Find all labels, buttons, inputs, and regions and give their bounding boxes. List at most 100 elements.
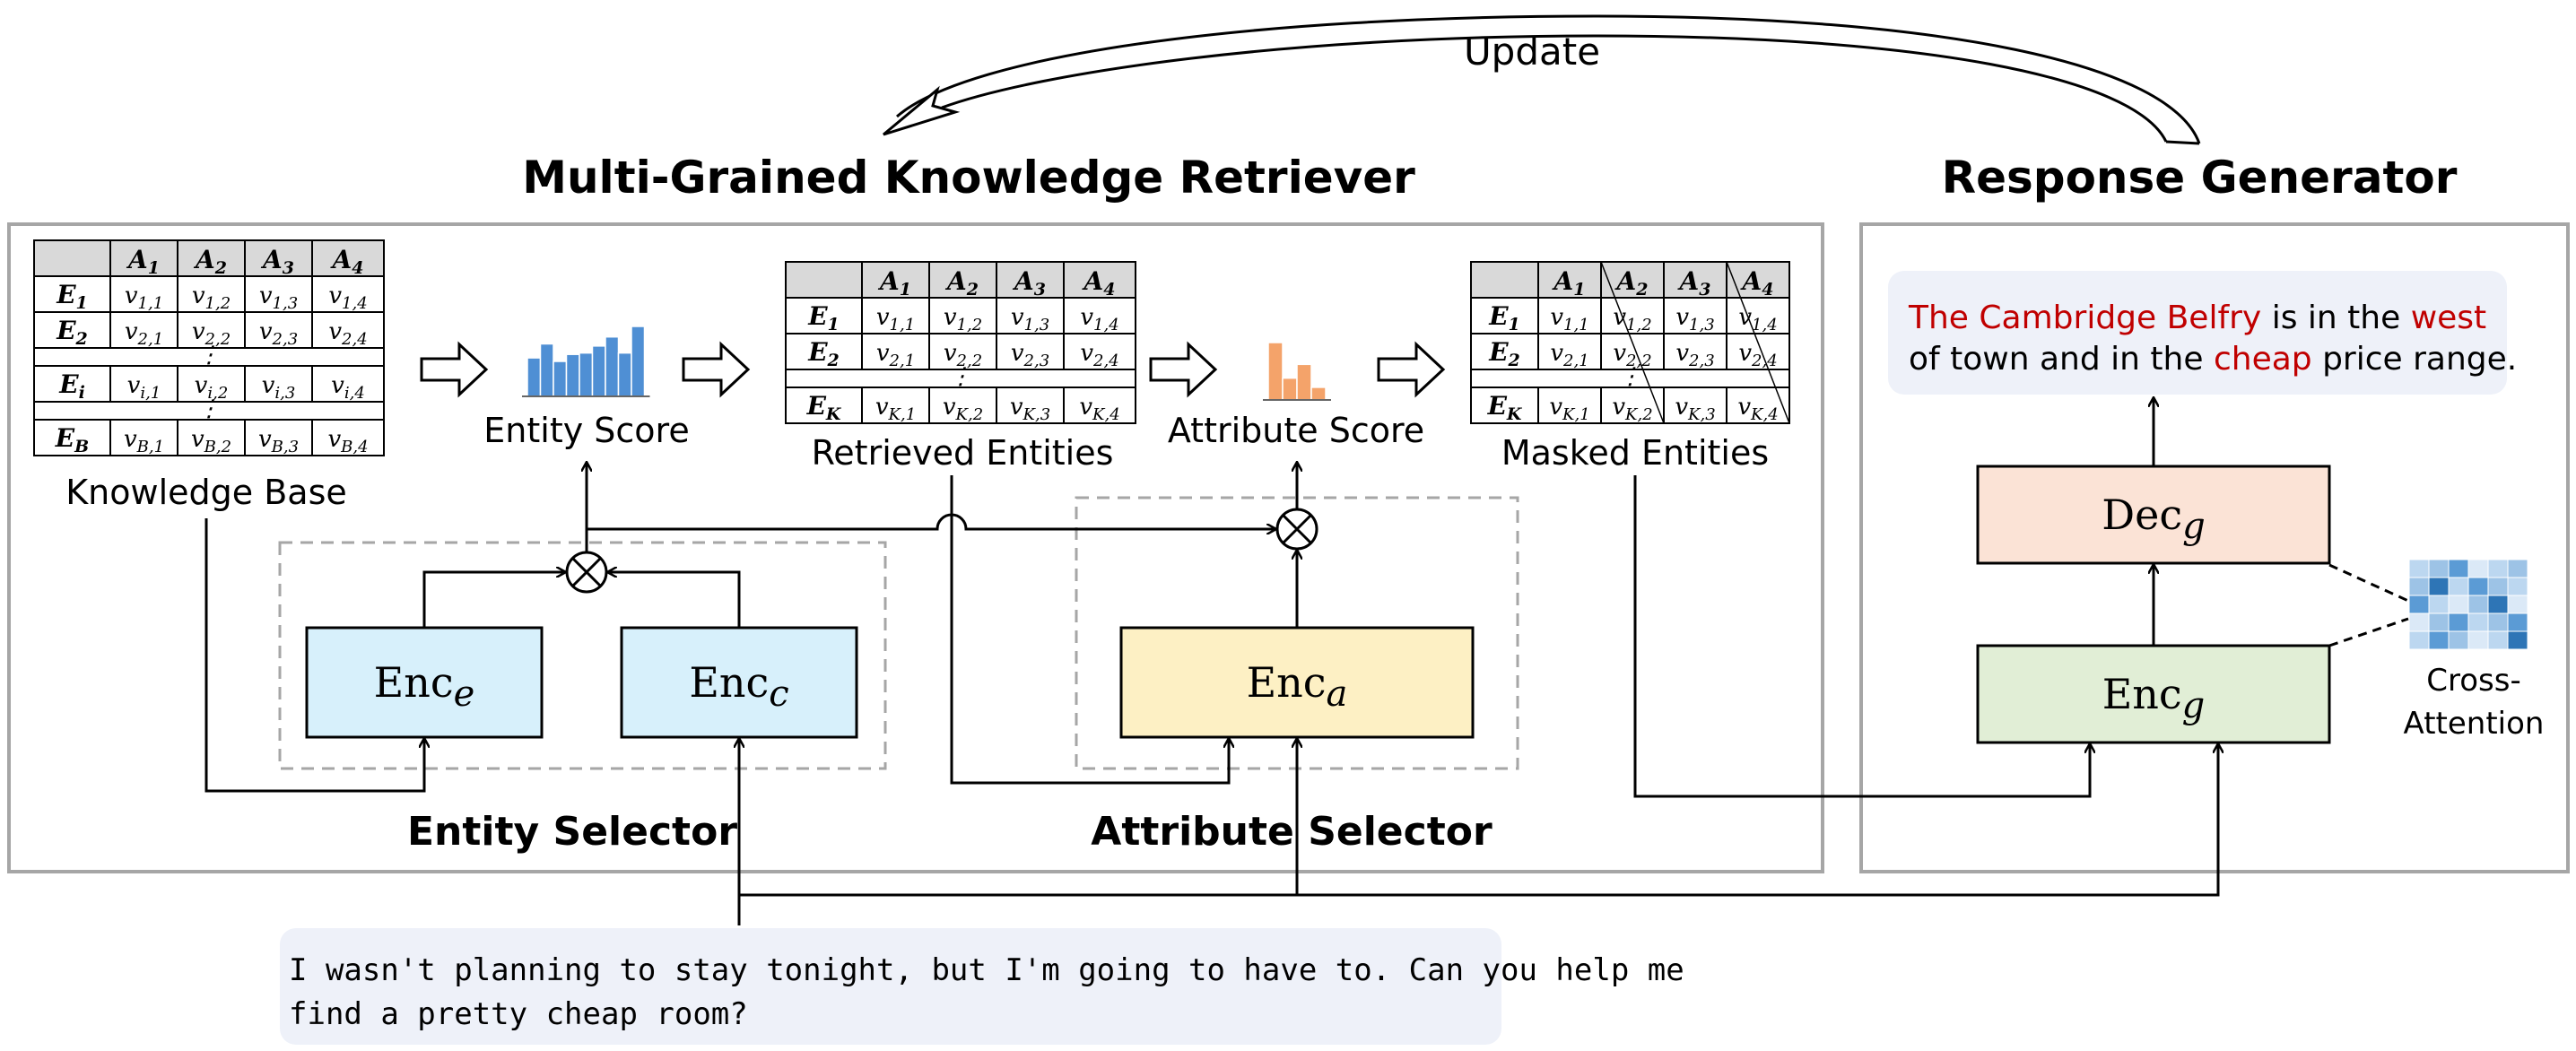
masked-entities-label: Masked Entities xyxy=(1501,433,1769,473)
score-bar xyxy=(539,343,554,397)
enc-a-label: Enca xyxy=(1247,658,1348,715)
table-cell: v2,4 xyxy=(328,318,367,349)
update-arrow xyxy=(883,14,2201,145)
table-header-cell: A2 xyxy=(193,245,227,278)
table-cell: v1,3 xyxy=(1011,304,1049,334)
attention-cell xyxy=(2487,612,2509,632)
entity-score-histogram xyxy=(522,326,650,397)
table-cell: vK,4 xyxy=(1079,394,1119,424)
attention-cell xyxy=(2448,612,2469,632)
table-cell: v2,4 xyxy=(1738,340,1777,370)
table-row-header: Ei xyxy=(58,369,85,403)
attention-cell xyxy=(2507,630,2528,650)
table-cell: v2,1 xyxy=(125,318,163,349)
table-cell: v1,2 xyxy=(192,282,231,313)
table-ellipsis: ⋮ xyxy=(1619,363,1642,390)
block-arrow xyxy=(682,341,751,398)
table-cell: v1,2 xyxy=(1613,304,1651,334)
table-cell: v1,4 xyxy=(1080,304,1118,334)
entity-multiply-node xyxy=(565,551,608,594)
table-cell: v2,2 xyxy=(1613,340,1651,370)
table-header-cell: A3 xyxy=(1012,266,1046,300)
score-bar xyxy=(1282,377,1298,401)
retriever-title: Multi-Grained Knowledge Retriever xyxy=(522,152,1415,204)
table-cell: vK,3 xyxy=(1010,394,1050,424)
table-row-header: E2 xyxy=(807,337,840,370)
response-line-1: The Cambridge Belfry is in the west xyxy=(1908,300,2486,336)
table-header-cell: A1 xyxy=(877,266,911,300)
table-cell: vi,3 xyxy=(262,372,296,403)
table-header-cell: A3 xyxy=(260,245,294,278)
attribute-selector-label: Attribute Selector xyxy=(1091,809,1493,855)
attention-cell xyxy=(2428,630,2450,650)
block-arrow xyxy=(1377,341,1446,398)
attention-cell xyxy=(2448,630,2469,650)
enc-g-label: Encg xyxy=(2102,670,2206,726)
table-header-cell: A4 xyxy=(1740,266,1774,300)
attention-cell xyxy=(2408,612,2430,632)
score-bar xyxy=(579,352,594,397)
attention-cell xyxy=(2448,559,2469,578)
score-bar xyxy=(1296,363,1312,401)
table-cell: v1,4 xyxy=(1738,304,1777,334)
table-cell: vK,1 xyxy=(1549,394,1589,424)
dialogue-line-2: find a pretty cheap room? xyxy=(289,996,748,1032)
table-row-header: E1 xyxy=(56,280,88,313)
table-cell: v1,1 xyxy=(876,304,915,334)
table-header-cell: A1 xyxy=(126,245,160,278)
masked-entities-table: A1A2A3A4E1v1,1v1,2v1,3v1,4E2v2,1v2,2v2,3… xyxy=(1470,261,1790,424)
table-row-header: E2 xyxy=(56,316,88,349)
table-cell: vK,2 xyxy=(943,394,983,424)
table-cell: v2,3 xyxy=(1011,340,1049,370)
attention-cell xyxy=(2428,577,2450,596)
attention-cell xyxy=(2448,595,2469,614)
table-cell: vK,1 xyxy=(875,394,916,424)
table-ellipsis: ⋮ xyxy=(949,363,972,390)
table-cell: v2,4 xyxy=(1080,340,1118,370)
attribute-score-label: Attribute Score xyxy=(1168,411,1424,450)
table-cell: vB,2 xyxy=(191,426,231,456)
attention-cell xyxy=(2428,559,2450,578)
entity-selector-region xyxy=(278,541,887,770)
attention-cell xyxy=(2507,612,2528,632)
table-cell: v2,1 xyxy=(876,340,915,370)
entity-score-label: Entity Score xyxy=(483,411,689,450)
attention-cell xyxy=(2507,559,2528,578)
table-cell: vK,4 xyxy=(1737,394,1778,424)
retrieved-entities-label: Retrieved Entities xyxy=(812,433,1114,473)
table-row-header: EB xyxy=(55,423,89,456)
score-bar xyxy=(527,357,542,397)
connection-lines xyxy=(205,398,2218,925)
attention-cell xyxy=(2428,595,2450,614)
table-cell: v2,1 xyxy=(1550,340,1588,370)
dialogue-line-1: I wasn't planning to stay tonight, but I… xyxy=(289,952,1684,988)
response-line-2: of town and in the cheap price range. xyxy=(1909,341,2517,378)
cross-attn-link-enc xyxy=(2328,617,2409,647)
table-cell: v1,2 xyxy=(944,304,982,334)
attention-cell xyxy=(2507,577,2528,596)
cross-attn-link-dec xyxy=(2328,563,2409,603)
score-bar xyxy=(553,360,568,397)
entity-selector-label: Entity Selector xyxy=(407,809,737,855)
flow-arrows xyxy=(420,341,1446,398)
attention-cell xyxy=(2408,630,2430,650)
cross-attention-label-1: Cross- xyxy=(2426,663,2520,699)
dialogue-bubble xyxy=(280,928,1501,1045)
table-ellipsis: ⋮ xyxy=(197,395,221,422)
enc-c-label: Encc xyxy=(689,658,788,715)
table-cell: v1,3 xyxy=(259,282,298,313)
cross-attention-heatmap xyxy=(2408,559,2528,650)
attention-cell xyxy=(2507,595,2528,614)
attribute-multiply-node xyxy=(1275,508,1318,551)
table-cell: vi,4 xyxy=(331,372,365,403)
table-row-header: EK xyxy=(1487,391,1523,424)
score-bar xyxy=(631,326,646,397)
table-cell: v2,3 xyxy=(259,318,298,349)
table-row-header: E2 xyxy=(1488,337,1520,370)
attention-cell xyxy=(2467,630,2489,650)
score-bar xyxy=(617,352,632,397)
retriever-panel xyxy=(7,222,1824,873)
attention-cell xyxy=(2408,595,2430,614)
